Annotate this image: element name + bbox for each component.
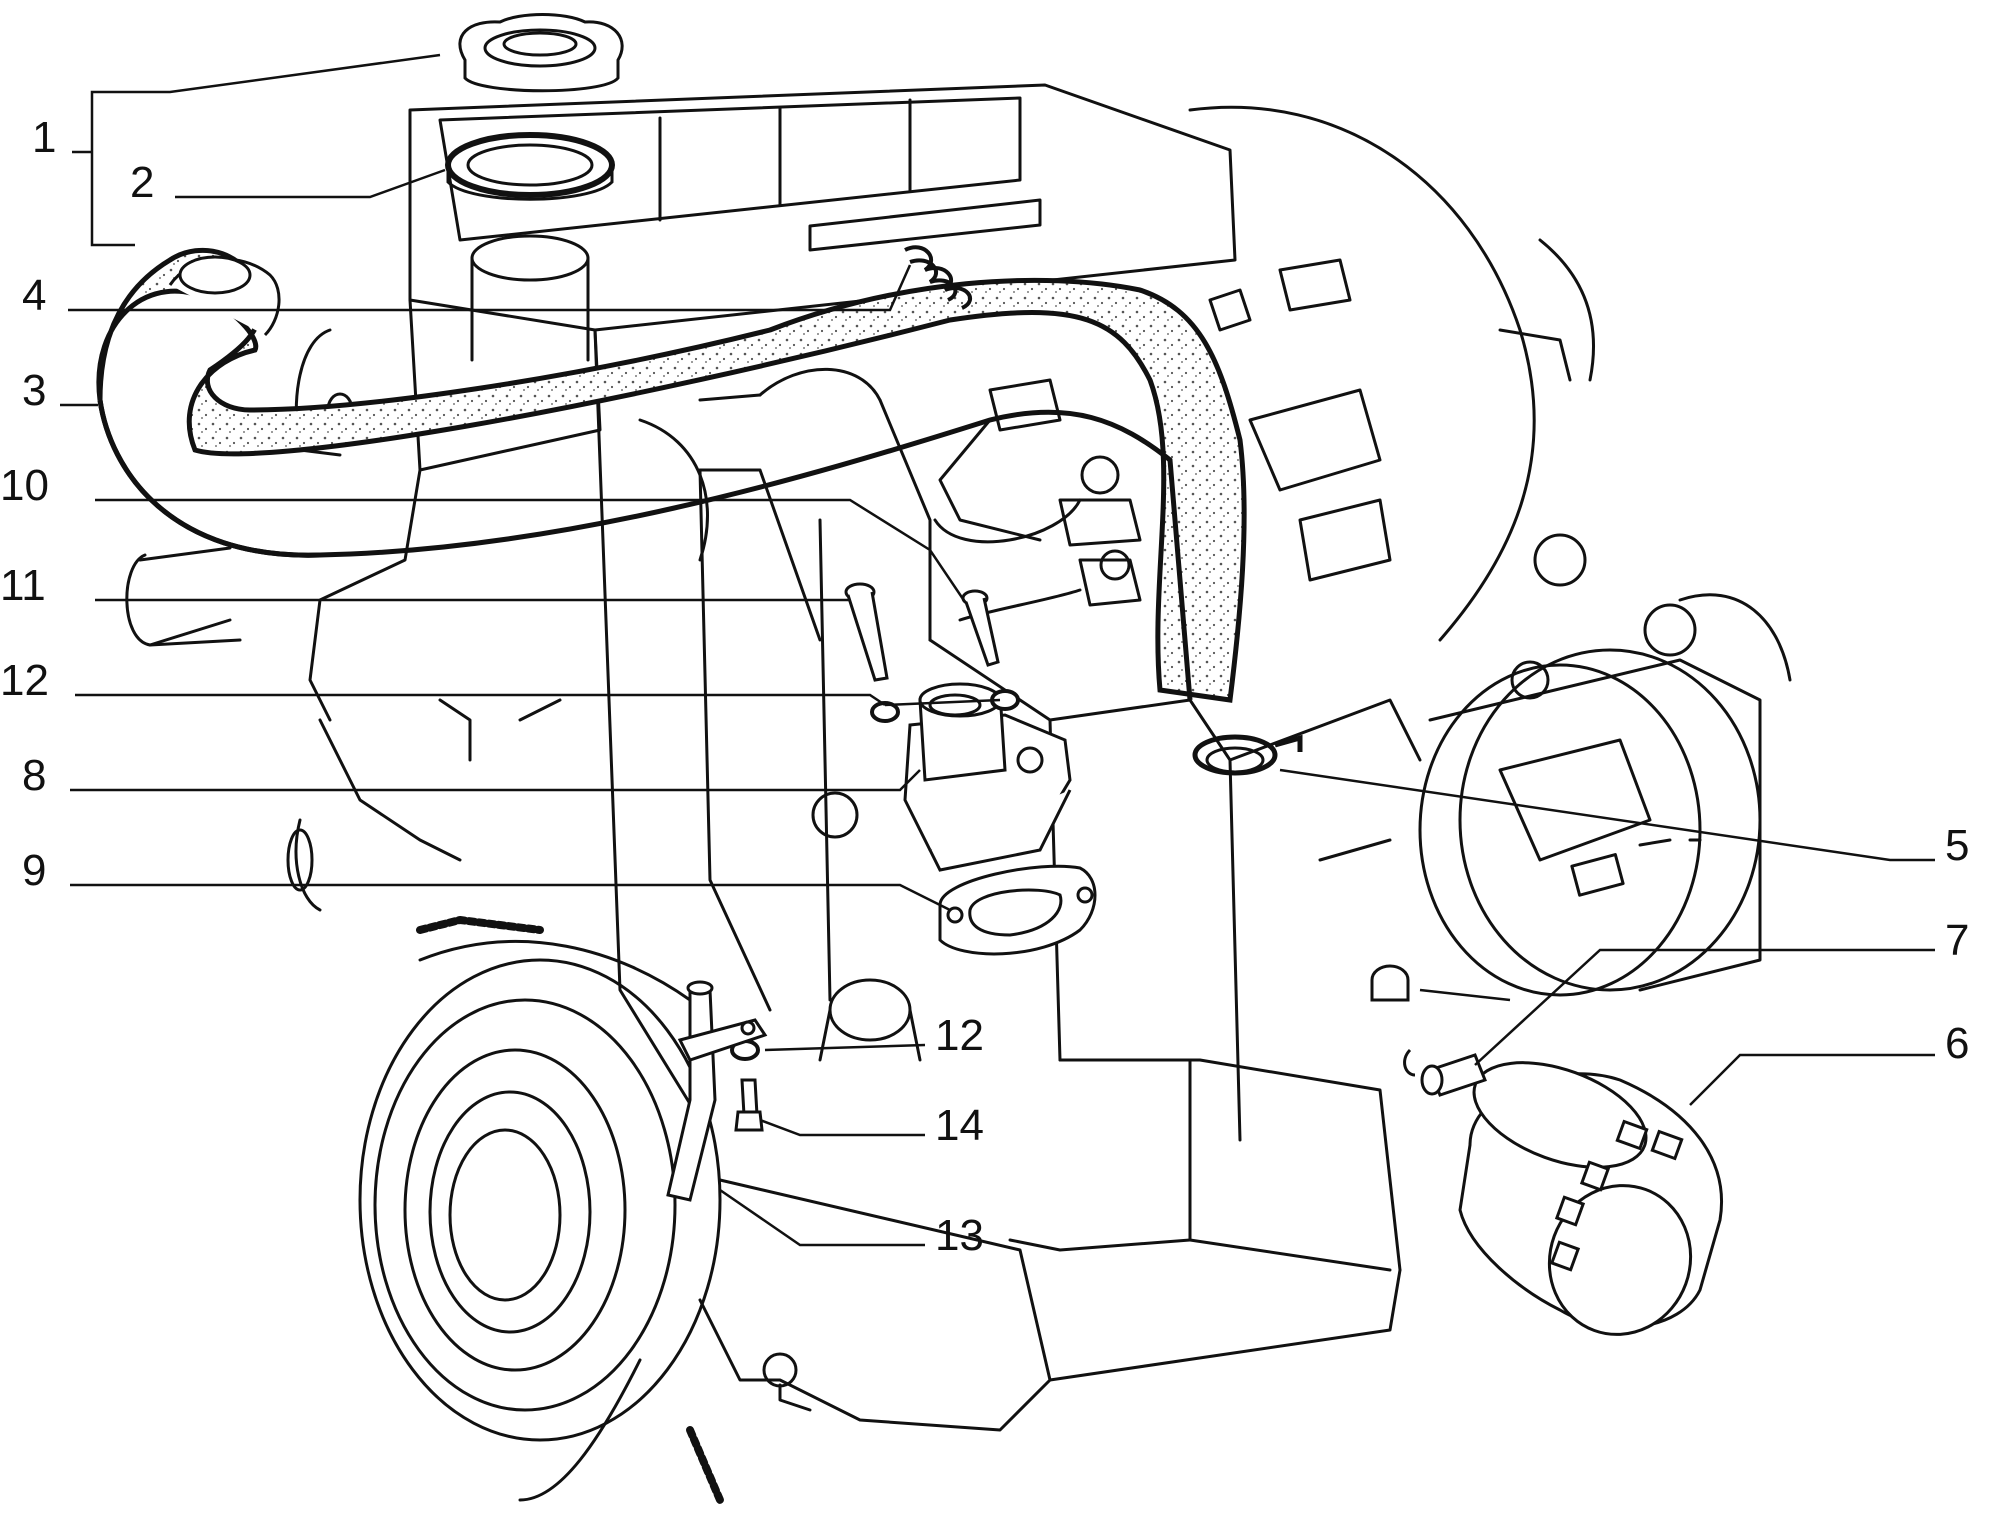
hose-clamp xyxy=(1192,734,1303,776)
callout-9: 9 xyxy=(22,846,46,895)
thermostat-gasket xyxy=(938,864,1097,956)
oil-filter xyxy=(1458,1061,1723,1336)
callout-2: 2 xyxy=(130,158,154,207)
callout-10: 10 xyxy=(0,461,49,510)
breather-pipe xyxy=(666,980,768,1202)
callout-4: 4 xyxy=(22,271,46,320)
hose-clip-spring xyxy=(904,245,973,310)
bolt-long xyxy=(844,582,1000,682)
thermostat-housing xyxy=(903,682,1072,872)
callouts: 1 2 4 3 10 11 12 8 9 5 7 6 12 14 13 xyxy=(0,113,1969,1260)
callout-7: 7 xyxy=(1945,916,1969,965)
callout-12-upper: 12 xyxy=(0,656,49,705)
callout-5: 5 xyxy=(1945,821,1969,870)
coolant-hose xyxy=(96,247,1247,703)
callout-13: 13 xyxy=(935,1211,984,1260)
filler-gasket xyxy=(445,132,615,201)
callout-14: 14 xyxy=(935,1101,984,1150)
callout-3: 3 xyxy=(22,366,46,415)
callout-6: 6 xyxy=(1945,1019,1969,1068)
callout-1: 1 xyxy=(32,113,56,162)
bolt-small xyxy=(734,1078,764,1132)
callout-12-lower: 12 xyxy=(935,1011,984,1060)
filler-cap xyxy=(458,13,624,93)
washers xyxy=(730,689,1020,1061)
callout-8: 8 xyxy=(22,751,46,800)
leader-lines xyxy=(60,53,1935,1247)
oil-union xyxy=(1370,964,1487,1097)
callout-11: 11 xyxy=(0,561,46,610)
